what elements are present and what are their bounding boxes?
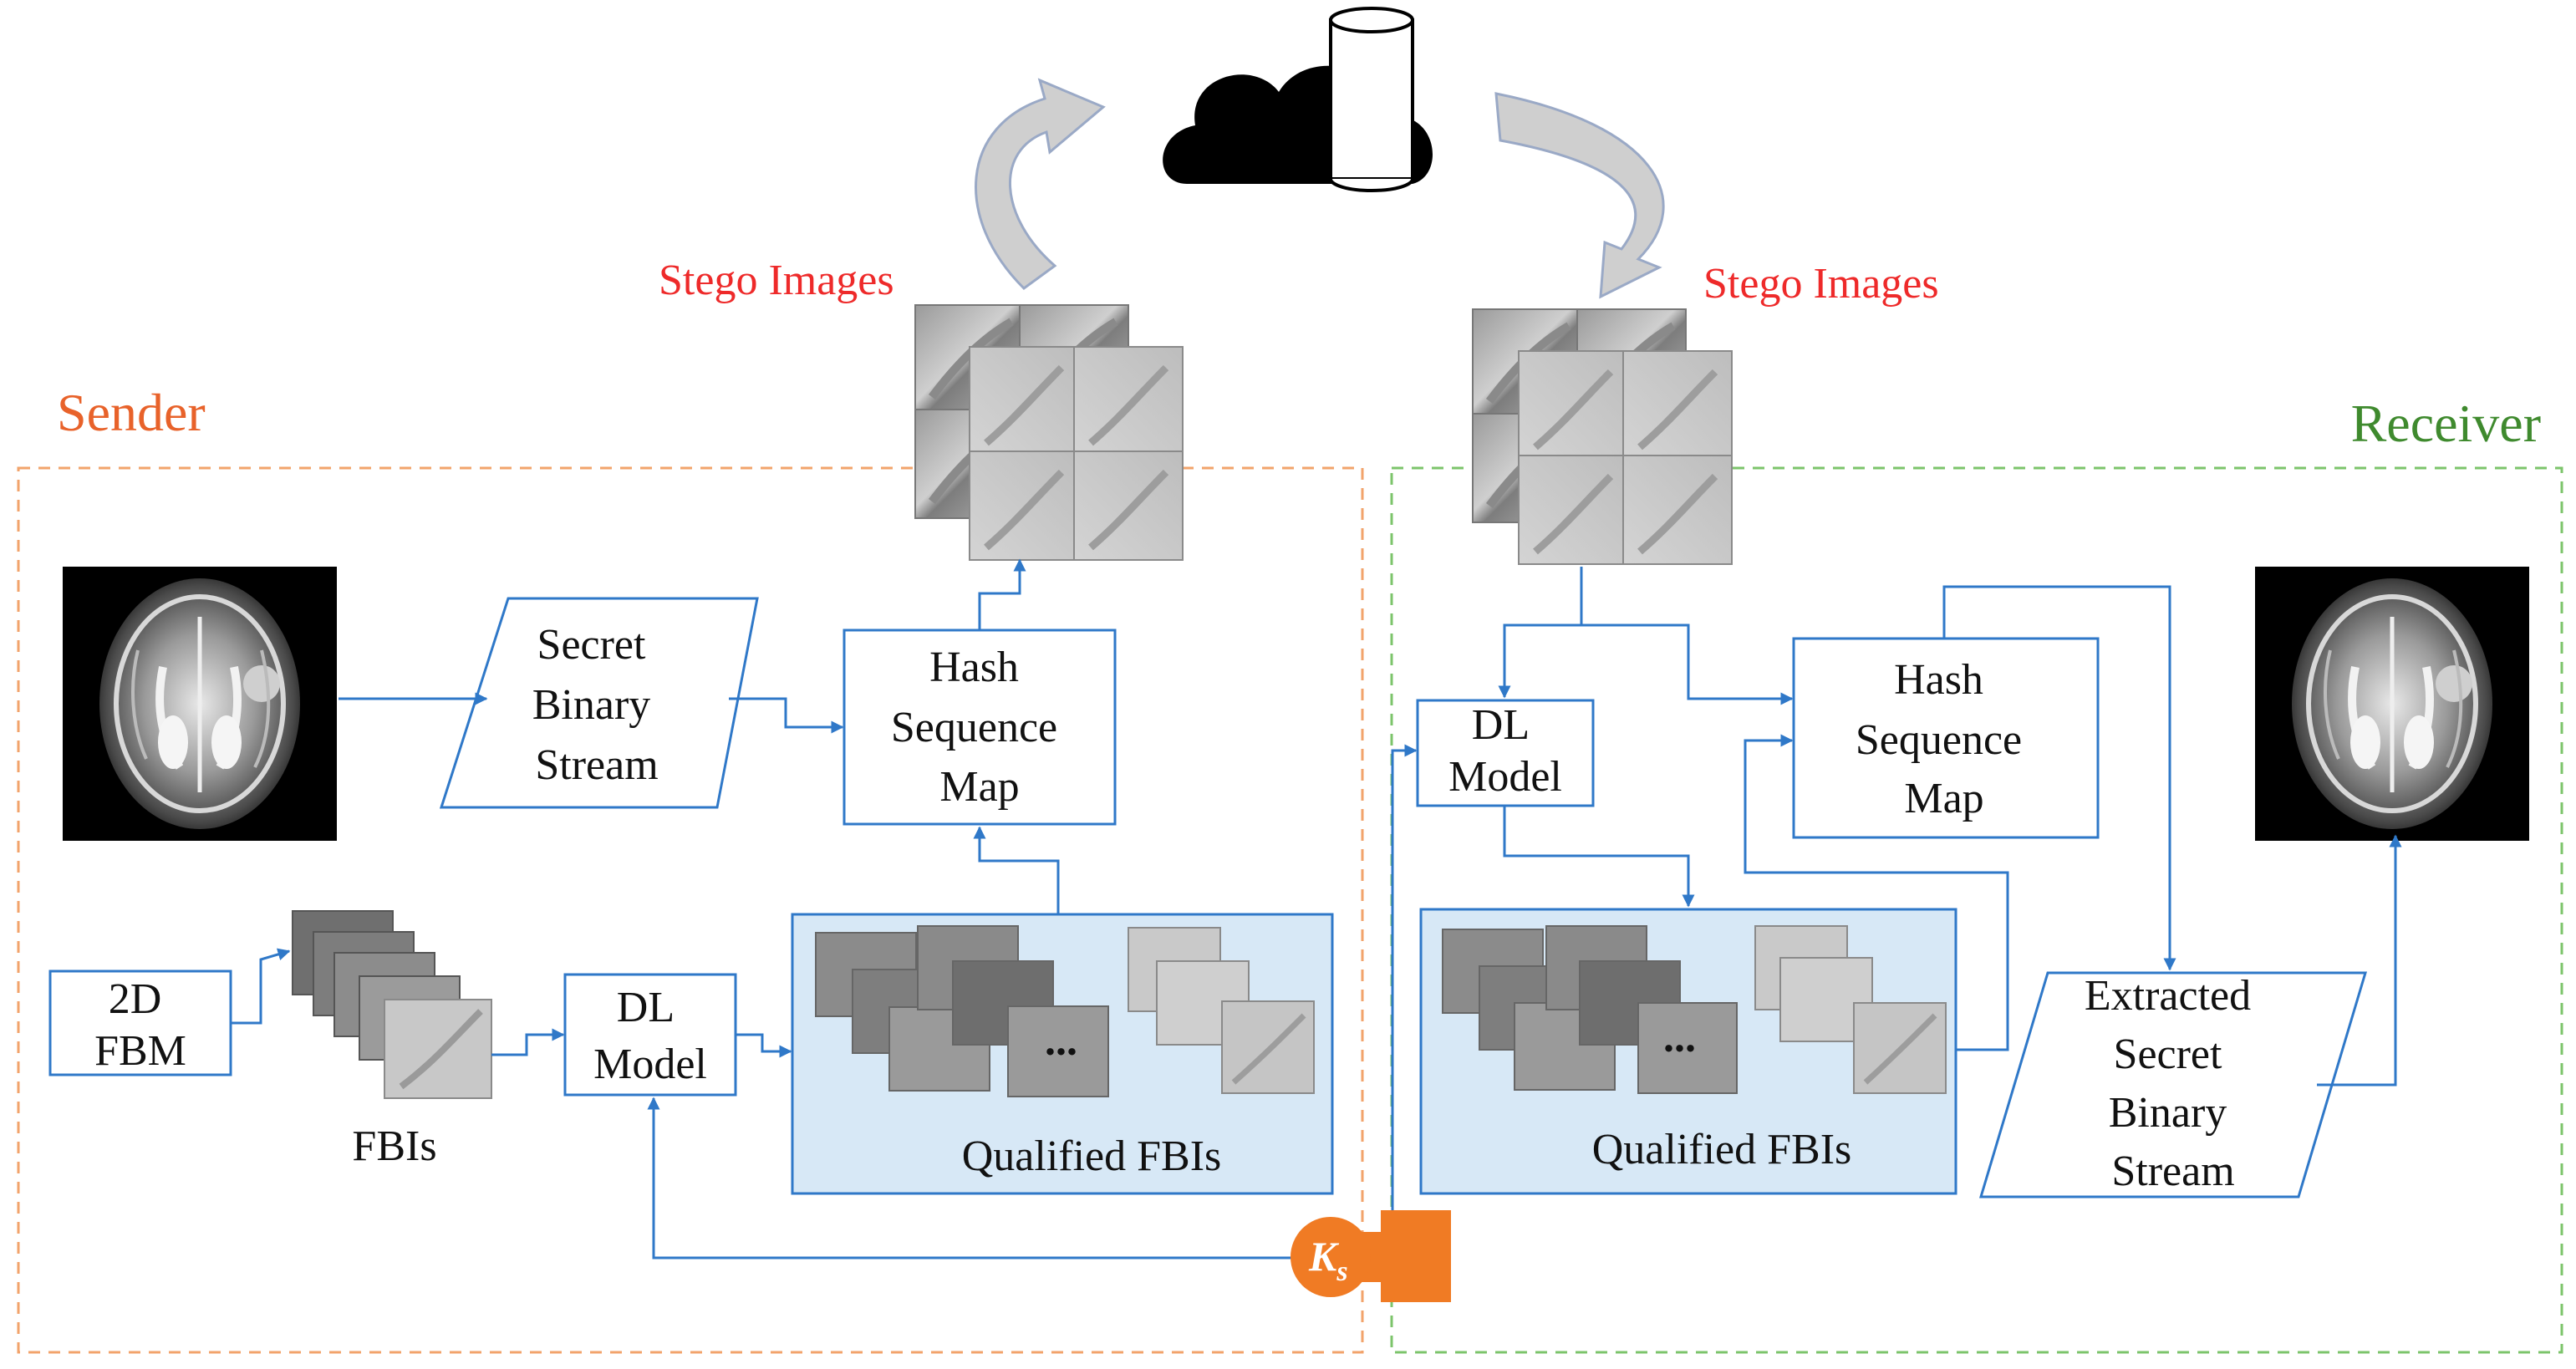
extracted-stream-line-2: Secret xyxy=(2114,1031,2222,1078)
arrow-fbis-to-dl xyxy=(491,1028,565,1056)
curved-arrow-icon-upload xyxy=(975,78,1106,290)
arrow-dl-to-qualified xyxy=(736,1033,792,1058)
secret-binary-stream-line-1: Secret xyxy=(537,621,646,669)
arrow-qualified-to-hash-right xyxy=(1744,734,2009,1051)
arrow-key-to-dl-right xyxy=(1391,744,1418,1258)
svg-text:DL Model: DL Model xyxy=(1448,701,1562,801)
dl-model-box-left xyxy=(563,973,737,1097)
svg-text:2D FBM: 2D FBM xyxy=(94,975,186,1075)
extracted-stream-line-4: Stream xyxy=(2111,1148,2234,1195)
svg-text:DL Model: DL Model xyxy=(593,984,707,1088)
fbm-line-1: 2D xyxy=(109,975,162,1023)
hash-sequence-map-right-line-2: Sequence xyxy=(1856,716,2022,764)
svg-text:Hash Sequence Map: Hash Sequence Map xyxy=(1856,656,2033,822)
key-subscript: s xyxy=(1336,1256,1347,1287)
svg-text:Hash Sequence Map: Hash Sequence Map xyxy=(891,644,1068,811)
hash-sequence-map-box-right xyxy=(1792,637,2100,839)
arrow-stream-to-hash xyxy=(729,697,844,734)
arrow-extracted-to-brain xyxy=(2317,834,2402,1087)
arrow-qualified-to-hash xyxy=(973,826,1060,914)
arrow-fbm-to-fbis xyxy=(231,948,291,1025)
hash-sequence-map-right-line-1: Hash xyxy=(1894,656,1983,704)
curved-arrow-icon-download xyxy=(1494,92,1665,299)
receiver-title: Receiver xyxy=(2351,394,2541,453)
svg-text:Secret Binary Stream: Secret Binary Stream xyxy=(532,621,662,789)
stego-images-label-right: Stego Images xyxy=(1703,260,1939,308)
qualified-fbis-images-right xyxy=(1442,925,1947,1094)
qualified-fbis-label-right: Qualified FBIs xyxy=(1592,1126,1852,1173)
dl-model-left-line-2: Model xyxy=(593,1041,707,1088)
receiver-frame xyxy=(1390,466,2563,1354)
fbm-box xyxy=(48,969,232,1076)
database-icon xyxy=(1329,7,1414,192)
sender-title: Sender xyxy=(57,383,206,442)
fbis-label: FBIs xyxy=(352,1122,436,1170)
secret-binary-stream-box xyxy=(439,597,759,809)
dl-model-right-line-1: DL xyxy=(1472,701,1528,749)
stego-images-label-left: Stego Images xyxy=(659,257,894,304)
key-icon xyxy=(1291,1210,1451,1302)
dl-model-left-line-1: DL xyxy=(617,984,673,1031)
flow-lines xyxy=(231,558,2402,1260)
arrow-key-to-dl-left xyxy=(647,1097,1304,1260)
extracted-stream-line-3: Binary xyxy=(2109,1089,2227,1137)
hash-sequence-map-left-line-1: Hash xyxy=(929,644,1019,691)
extracted-stream-line-1: Extracted xyxy=(2085,972,2251,1020)
svg-text:Extracted Secret Binar: Extracted Secret Binary Stream xyxy=(2085,972,2262,1195)
arrow-hash-to-extracted xyxy=(1942,585,2176,971)
sender-frame xyxy=(17,466,1364,1354)
hash-sequence-map-left-line-3: Map xyxy=(939,763,1019,811)
extracted-stream-box xyxy=(1978,971,2368,1199)
hash-sequence-map-left-line-2: Sequence xyxy=(891,704,1057,751)
stego-images-stack-right xyxy=(1473,309,1732,564)
stego-images-stack-left xyxy=(915,305,1183,560)
hash-sequence-map-right-line-3: Map xyxy=(1904,775,1983,822)
qualified-fbis-images-left xyxy=(815,925,1315,1097)
secret-binary-stream-line-2: Binary xyxy=(532,681,651,729)
fbis-stack xyxy=(292,910,492,1099)
qualified-fbis-ellipsis-left: ... xyxy=(1045,1017,1077,1065)
brain-mri-icon-sender xyxy=(63,567,337,841)
arrow-stego-to-dl-right xyxy=(1498,567,1583,699)
key-label: Ks xyxy=(1308,1233,1348,1287)
qualified-fbis-label-left: Qualified FBIs xyxy=(962,1132,1222,1180)
fbm-line-2: FBM xyxy=(94,1027,186,1075)
arrow-stego-to-hash-right xyxy=(1581,623,1794,705)
arrow-hash-to-stego xyxy=(978,558,1026,630)
secret-binary-stream-line-3: Stream xyxy=(535,741,658,789)
qualified-fbis-ellipsis-right: ... xyxy=(1663,1014,1696,1061)
dl-model-right-line-2: Model xyxy=(1448,753,1562,801)
brain-mri-icon-receiver xyxy=(2255,567,2529,841)
hash-sequence-map-box-left xyxy=(843,629,1117,826)
arrow-dl-to-qualified-right xyxy=(1503,806,1695,908)
